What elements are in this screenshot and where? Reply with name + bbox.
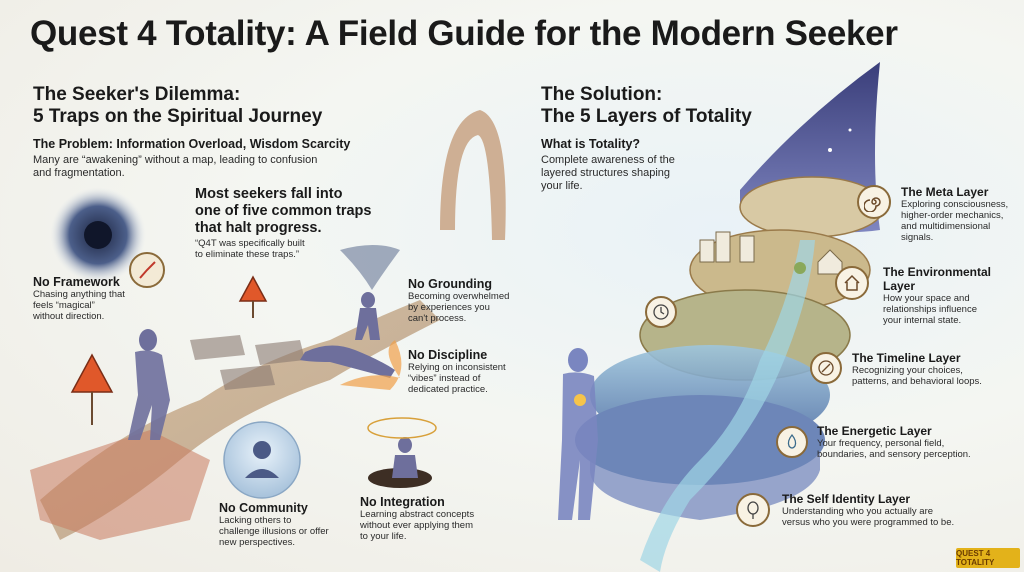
trap-label: No Integration [360,495,445,509]
problem-text: Many are “awakening” without a map, lead… [33,154,317,180]
page-title: Quest 4 Totality: A Field Guide for the … [30,14,898,53]
problem-line2: and fragmentation. [33,167,125,179]
right-heading: The Solution: The 5 Layers of Totality [541,84,752,128]
clock-icon [645,296,677,328]
trap-desc: Chasing anything that feels “magical” wi… [33,289,125,322]
layer-title: The Self Identity Layer [782,492,911,506]
layer-energetic: The Energetic Layer Your frequency, pers… [817,424,1017,460]
what-line3: your life. [541,180,583,192]
trap-lead: Most seekers fall into one of five commo… [195,186,371,237]
trap-no-discipline: No Discipline Relying on inconsistent “v… [408,348,506,395]
layer-desc-line: boundaries, and sensory perception. [817,449,971,460]
trap-quote-line1: “Q4T was specifically built [195,238,305,249]
layer-title: The Energetic Layer [817,424,932,438]
trap-label: No Community [219,501,308,515]
trap-quote: “Q4T was specifically built to eliminate… [195,238,305,260]
what-line1: Complete awareness of the [541,154,675,166]
left-heading: The Seeker's Dilemma: 5 Traps on the Spi… [33,84,322,128]
trap-lead-line2: one of five common traps [195,203,372,219]
trap-no-grounding: No Grounding Becoming overwhelmed by exp… [408,277,509,324]
trap-no-integration: No Integration Learning abstract concept… [360,495,474,542]
layer-desc-line: How your space and [883,293,970,304]
trap-desc-line: challenge illusions or offer [219,526,329,537]
compass-icon [810,352,842,384]
what-text: Complete awareness of the layered struct… [541,154,675,193]
left-heading-line1: The Seeker's Dilemma: [33,84,241,105]
trap-desc-line: can't process. [408,313,467,324]
trap-desc-line: “vibes” instead of [408,373,481,384]
trap-no-framework: No Framework Chasing anything that feels… [33,275,125,322]
layer-title: The Meta Layer [901,185,989,199]
layer-desc: How your space and relationships influen… [883,293,1019,326]
layer-self-identity: The Self Identity Layer Understanding wh… [782,492,1012,528]
right-heading-line1: The Solution: [541,84,663,105]
trap-desc-line: without direction. [33,311,105,322]
layer-desc: Understanding who you actually are versu… [782,506,1012,528]
layer-desc-line: relationships influence [883,304,978,315]
flame-icon [776,426,808,458]
layer-desc-line: Recognizing your choices, [852,365,963,376]
trap-desc-line: Becoming overwhelmed [408,291,510,302]
left-heading-line2: 5 Traps on the Spiritual Journey [33,106,323,127]
trap-desc-line: without ever applying them [360,520,474,531]
trap-lead-line1: Most seekers fall into [195,186,343,202]
brand-logo: QUEST 4 TOTALITY [956,548,1020,568]
right-heading-line2: The 5 Layers of Totality [541,106,752,127]
trap-desc-line: Lacking others to [219,515,292,526]
layer-desc-line: and multidimensional [901,221,991,232]
trap-label: No Grounding [408,277,493,291]
layer-desc-line: Understanding who you actually are [782,506,934,517]
layer-desc-line: signals. [901,232,934,243]
what-line2: layered structures shaping [541,167,671,179]
trap-desc: Relying on inconsistent “vibes” instead … [408,362,506,395]
trap-desc-line: by experiences you [408,302,490,313]
trap-lead-line3: that halt progress. [195,220,322,236]
spiral-icon [857,185,891,219]
layer-title: The Environmental [883,265,992,279]
trap-desc-line: new perspectives. [219,537,296,548]
layer-desc-line: Your frequency, personal field, [817,438,945,449]
trap-desc-line: Learning abstract concepts [360,509,475,520]
trap-desc-line: feels “magical” [33,300,95,311]
trap-label: No Discipline [408,348,488,362]
layer-desc-line: Exploring consciousness, [901,199,1009,210]
house-icon [835,266,869,300]
layer-desc: Your frequency, personal field, boundari… [817,438,1017,460]
problem-title: The Problem: Information Overload, Wisdo… [33,137,351,151]
layer-desc: Recognizing your choices, patterns, and … [852,365,1022,387]
layer-meta: The Meta Layer Exploring consciousness, … [901,185,1021,243]
trap-quote-line2: to eliminate these traps.” [195,249,300,260]
trap-desc: Lacking others to challenge illusions or… [219,515,329,548]
trap-desc-line: to your life. [360,531,407,542]
mirror-icon [736,493,770,527]
trap-label: No Framework [33,275,120,289]
layer-desc-line: patterns, and behavioral loops. [852,376,982,387]
what-title: What is Totality? [541,137,641,151]
layer-desc: Exploring consciousness, higher-order me… [901,199,1021,243]
layer-title-line2: Layer [883,279,916,293]
trap-no-community: No Community Lacking others to challenge… [219,501,329,548]
problem-line1: Many are “awakening” without a map, lead… [33,154,318,166]
trap-desc: Becoming overwhelmed by experiences you … [408,291,509,324]
trap-desc-line: Relying on inconsistent [408,362,506,373]
layer-desc-line: higher-order mechanics, [901,210,1004,221]
layer-timeline: The Timeline Layer Recognizing your choi… [852,351,1022,387]
trap-desc: Learning abstract concepts without ever … [360,509,474,542]
trap-desc-line: Chasing anything that [33,289,125,300]
layer-title: The Timeline Layer [852,351,961,365]
layer-desc-line: versus who you were programmed to be. [782,517,955,528]
trap-desc-line: dedicated practice. [408,384,488,395]
layer-environmental: The Environmental Layer How your space a… [883,265,1019,326]
layer-desc-line: your internal state. [883,315,962,326]
